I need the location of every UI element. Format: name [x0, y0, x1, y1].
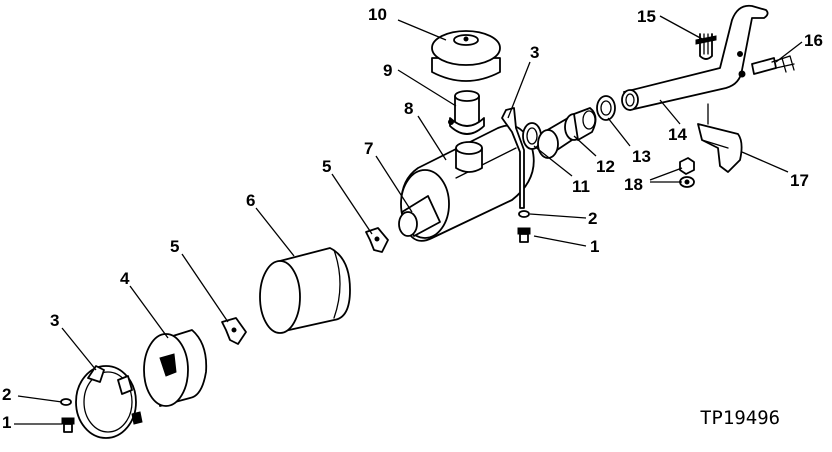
callout-9: 9 [383, 61, 392, 80]
callout-18: 18 [624, 175, 643, 194]
part-1-bolt-lower [61, 417, 75, 433]
part-2-washer-lower [60, 398, 72, 406]
callout-10: 10 [368, 5, 387, 24]
part-2-washer-upper [518, 210, 530, 218]
callout-3-lower: 3 [50, 311, 59, 330]
callout-15: 15 [637, 7, 656, 26]
part-3-band-clamp-lower [75, 365, 143, 439]
part-1-bolt-upper [517, 227, 531, 243]
part-7-outlet-tube [398, 195, 441, 237]
part-12-rubber-elbow [537, 107, 597, 159]
part-3-strap-upper [501, 107, 525, 209]
part-17-mounting-bracket [697, 103, 743, 173]
callout-2-lower: 2 [2, 385, 11, 404]
callout-5-upper: 5 [322, 157, 331, 176]
part-5-wing-nut-lower [221, 317, 247, 345]
callout-11: 11 [572, 177, 590, 196]
callout-3-upper: 3 [530, 43, 539, 62]
callout-1-upper: 1 [590, 237, 599, 256]
part-4-end-cover [143, 329, 208, 407]
callout-16: 16 [804, 31, 823, 50]
part-9-adapter-tube [448, 90, 485, 135]
callout-1-lower: 1 [2, 413, 11, 432]
part-14-intake-pipe [621, 4, 769, 111]
part-10-precleaner-cap [431, 30, 501, 82]
leader-lines [14, 15, 803, 425]
callout-5-lower: 5 [170, 237, 179, 256]
callout-14: 14 [668, 125, 687, 144]
part-16-fitting [737, 51, 795, 78]
callout-13: 13 [632, 147, 651, 166]
part-15-u-bolt [695, 33, 717, 60]
callout-labels: 10 9 8 3 7 5 6 5 4 3 2 1 2 1 11 12 13 14… [2, 5, 823, 432]
callout-12: 12 [596, 157, 615, 176]
part-18-nuts [679, 157, 695, 188]
figure-reference-code: TP19496 [700, 407, 780, 429]
part-13-hose-clamp [596, 95, 616, 121]
callout-4: 4 [120, 269, 130, 288]
callout-7: 7 [364, 139, 373, 158]
callout-8: 8 [404, 99, 413, 118]
callout-2-upper: 2 [588, 209, 597, 228]
part-6-filter-element [259, 247, 351, 334]
part-5-wing-nut-upper [365, 227, 389, 253]
callout-17: 17 [790, 171, 809, 190]
callout-6: 6 [246, 191, 255, 210]
